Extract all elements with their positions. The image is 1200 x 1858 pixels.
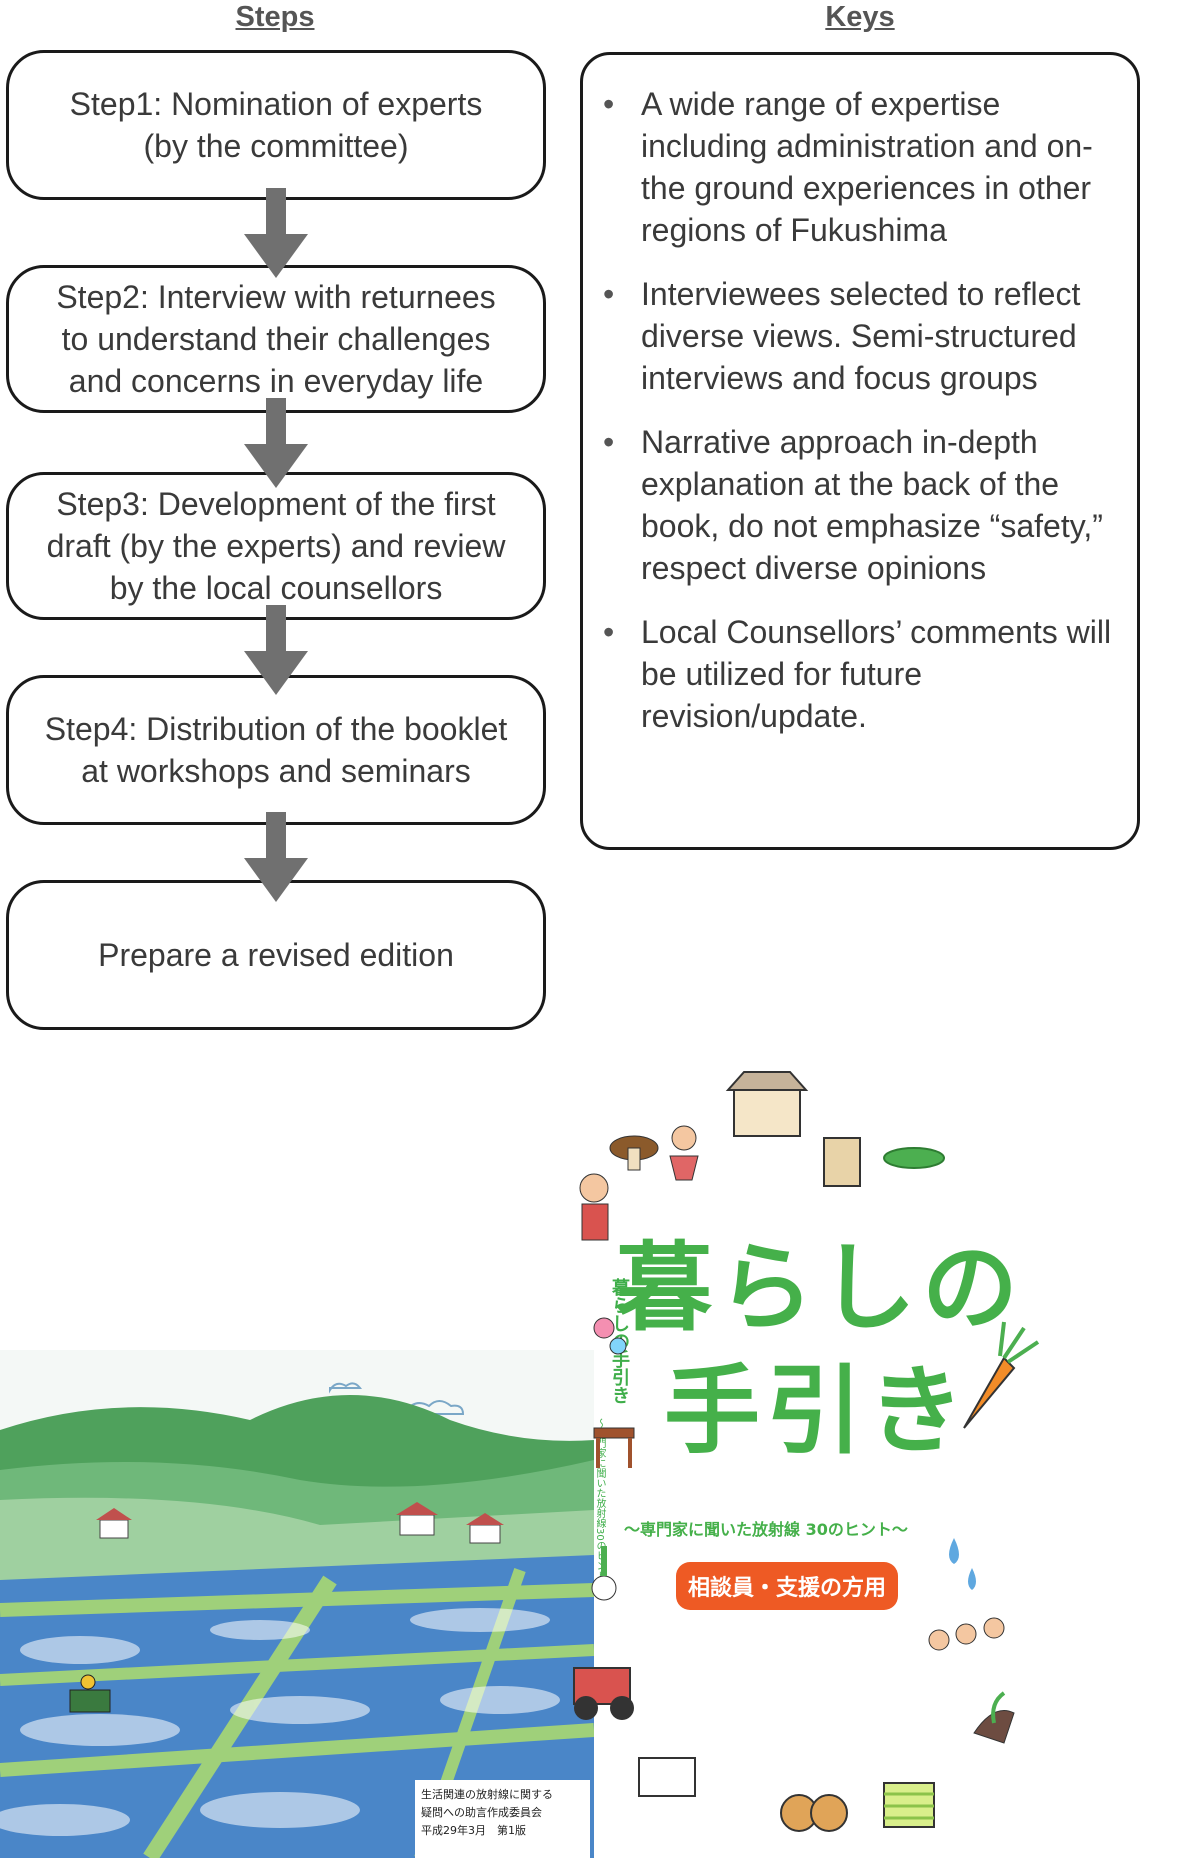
step2-label: Step2: Interview with returnees to under… [56,279,496,399]
key-item: • Narrative approach in-depth explanation… [601,421,1113,589]
key-item: • Local Counsellors’ comments will be uti… [601,611,1113,737]
audience-badge: 相談員・支援の方用 [676,1562,898,1610]
edition-text: 平成29年3月 第1版 [421,1824,526,1837]
down-arrow-icon [244,605,308,695]
keys-box: • A wide range of expertise including adm… [580,52,1140,850]
revised-edition-label: Prepare a revised edition [98,937,454,973]
step4-box: Step4: Distribution of the booklet at wo… [6,675,546,825]
key-text: Interviewees selected to reflect diverse… [641,276,1081,396]
left-illustrations [573,1173,635,1720]
keys-list: • A wide range of expertise including adm… [601,83,1113,737]
key-text: Local Counsellors’ comments will be util… [641,614,1112,734]
spine-subtitle: 〜専門家に聞いた放射線30のヒント〜 [594,1418,605,1591]
booklet-imprint: 生活関連の放射線に関する 疑問への助言作成委員会 平成29年3月 第1版 [415,1780,590,1858]
steps-heading: Steps [235,1,315,33]
step3-label: Step3: Development of the first draft (b… [46,486,506,606]
booklet-title-line-1: 暮らしの [616,1232,1024,1344]
step3-box: Step3: Development of the first draft (b… [6,472,546,620]
publisher-line-1: 生活関連の放射線に関する [421,1788,553,1801]
key-text: Narrative approach in-depth explanation … [641,424,1103,586]
step4-label: Step4: Distribution of the booklet at wo… [44,711,508,789]
revised-edition-box: Prepare a revised edition [6,880,546,1030]
booklet-back-cover: 生活関連の放射線に関する 疑問への助言作成委員会 平成29年3月 第1版 [0,1350,594,1858]
keys-heading: Keys [825,1,895,33]
bullet: • [603,276,615,312]
down-arrow-icon [244,812,308,902]
key-text: A wide range of expertise including admi… [641,86,1093,248]
down-arrow-icon [244,188,308,278]
cover-illustrations [609,1071,1040,1832]
publisher-line-2: 疑問への助言作成委員会 [421,1806,542,1819]
step2-box: Step2: Interview with returnees to under… [6,265,546,413]
key-item: • Interviewees selected to reflect divers… [601,273,1113,399]
bullet: • [603,614,615,650]
step1-label: Step1: Nomination of experts (by the com… [69,86,483,164]
bullet: • [603,424,615,460]
key-item: • A wide range of expertise including adm… [601,83,1113,251]
rice-field-illustration [0,1350,594,1858]
booklet-title-line-2: 手引き [664,1355,970,1467]
step1-box: Step1: Nomination of experts (by the com… [6,50,546,200]
booklet-subtitle: 〜専門家に聞いた放射線 30のヒント〜 [624,1520,908,1539]
bullet: • [603,86,615,122]
down-arrow-icon [244,398,308,488]
